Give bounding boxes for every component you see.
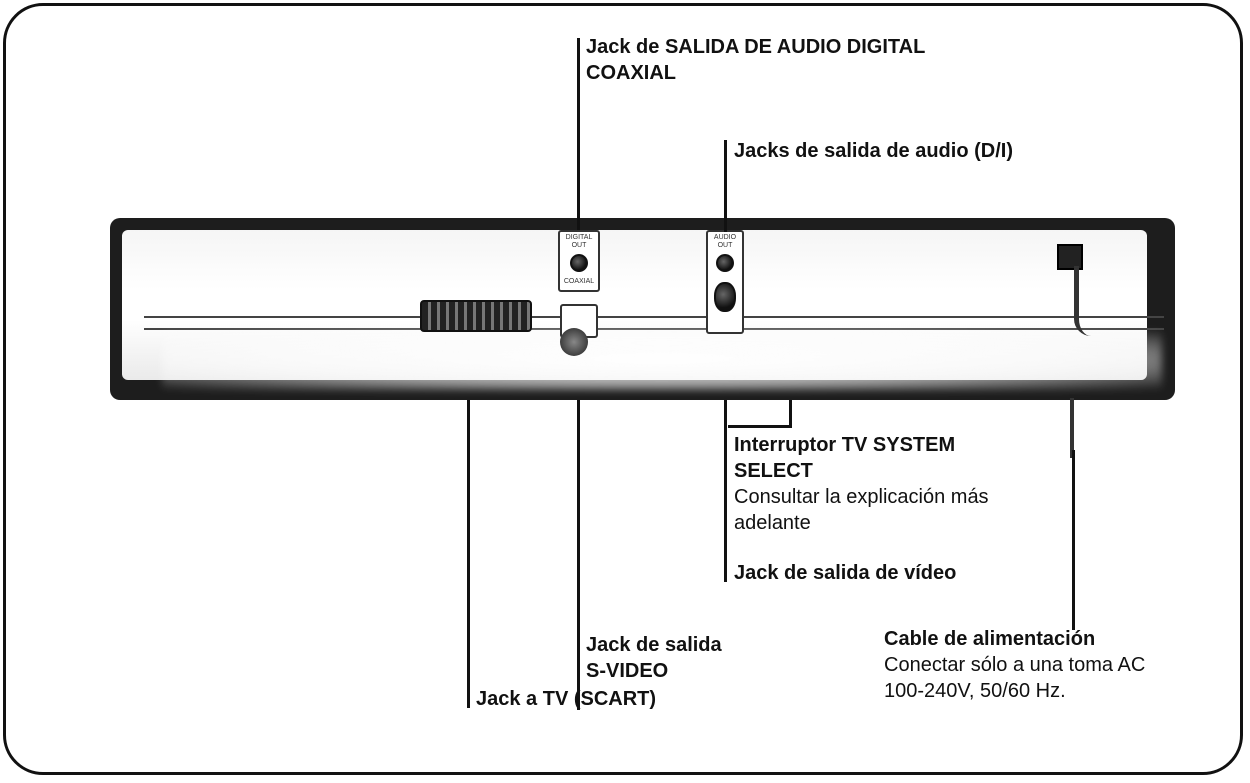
label-svideo-line1: Jack de salida [586, 634, 722, 656]
label-tv-system: Interruptor TV SYSTEM SELECT Consultar l… [734, 432, 989, 536]
digital-out-box: DIGITAL OUT COAXIAL [558, 230, 600, 292]
label-audio-out-title: Jacks de salida de audio (D/I) [734, 140, 1013, 162]
leader-audio-out [724, 140, 727, 232]
label-video-out-title: Jack de salida de vídeo [734, 562, 957, 584]
panel-rail [144, 316, 1164, 330]
leader-tv-system-vertical [789, 400, 792, 428]
label-audio-out: Jacks de salida de audio (D/I) [734, 138, 1013, 164]
scart-connector [420, 300, 532, 332]
leader-scart [467, 400, 470, 708]
label-tv-system-desc2: adelante [734, 512, 811, 534]
label-tv-system-desc1: Consultar la explicación más [734, 486, 989, 508]
power-inlet [1057, 244, 1083, 270]
label-tv-system-line2: SELECT [734, 460, 813, 482]
leader-tv-system-horizontal [728, 425, 791, 428]
label-digital-out-line2: COAXIAL [586, 62, 676, 84]
label-digital-out: Jack de SALIDA DE AUDIO DIGITAL COAXIAL [586, 34, 925, 86]
digital-out-tag-line2: OUT [571, 242, 587, 249]
digital-out-tag-line1: DIGITAL [565, 234, 593, 241]
power-cable [1074, 266, 1091, 336]
label-svideo: Jack de salida S-VIDEO [586, 632, 722, 684]
panel-glow [162, 330, 1162, 390]
label-scart-title: Jack a TV (SCART) [476, 688, 657, 710]
coaxial-jack [570, 254, 588, 272]
audio-out-tag-line2: OUT [717, 242, 733, 249]
device-back-panel: DIGITAL OUT COAXIAL AUDIO OUT [110, 218, 1175, 400]
power-cable-lead [1070, 398, 1074, 458]
audio-left-jack [714, 282, 736, 312]
panel-surface: DIGITAL OUT COAXIAL AUDIO OUT [122, 230, 1164, 390]
label-svideo-line2: S-VIDEO [586, 660, 669, 682]
label-scart: Jack a TV (SCART) [476, 686, 656, 712]
label-power-desc1: Conectar sólo a una toma AC [884, 654, 1146, 676]
leader-digital-out [577, 38, 580, 230]
audio-out-tag-line1: AUDIO [713, 234, 737, 241]
label-digital-out-line1: Jack de SALIDA DE AUDIO DIGITAL [586, 36, 926, 58]
leader-svideo [577, 400, 580, 710]
label-video-out: Jack de salida de vídeo [734, 560, 956, 586]
label-power-desc2: 100-240V, 50/60 Hz. [884, 680, 1066, 702]
coaxial-tag: COAXIAL [563, 278, 595, 285]
label-power-title: Cable de alimentación [884, 628, 1096, 650]
svideo-connector [560, 328, 588, 356]
leader-power [1072, 450, 1075, 630]
audio-out-box: AUDIO OUT [706, 230, 744, 334]
diagram-frame [3, 3, 1243, 775]
label-tv-system-line1: Interruptor TV SYSTEM [734, 434, 956, 456]
leader-video-out [724, 400, 727, 582]
audio-right-jack [716, 254, 734, 272]
label-power: Cable de alimentación Conectar sólo a un… [884, 626, 1145, 704]
